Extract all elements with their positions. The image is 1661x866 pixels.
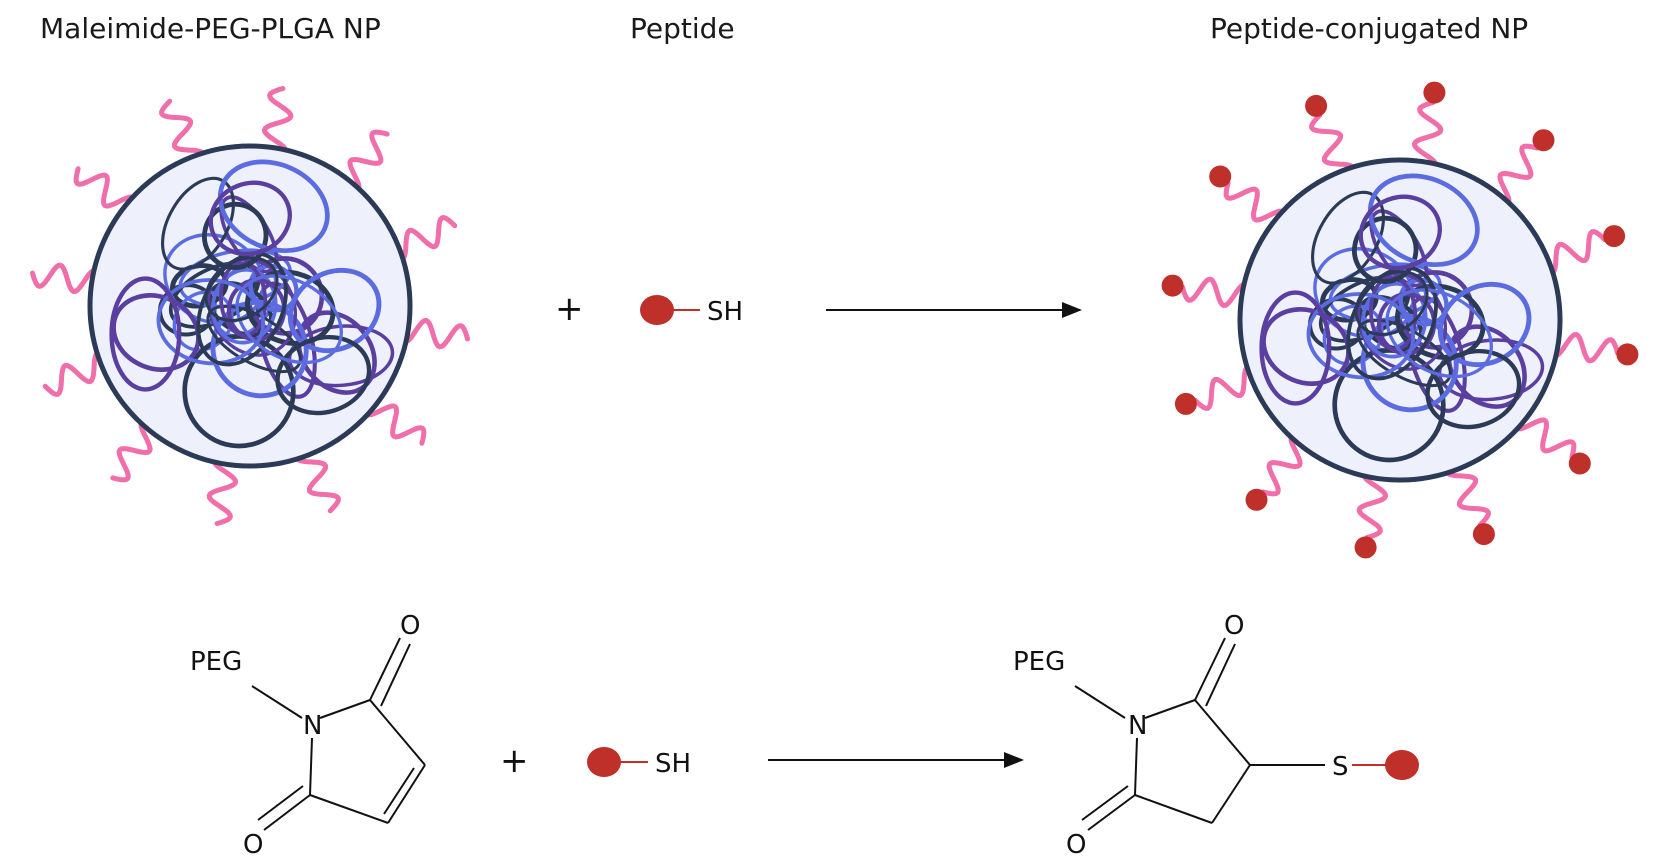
- polymer-strand: [204, 256, 279, 322]
- bond-n-c2: [319, 699, 371, 719]
- oxygen-bottom-right: O: [1066, 830, 1086, 860]
- peptide-thiol-bottom: SH: [587, 747, 691, 779]
- peptide-bead: [1305, 94, 1328, 117]
- maleimide-peg-plga-nanoparticle: [30, 86, 470, 526]
- peptide-bead: [1209, 165, 1232, 188]
- thiosuccinimide-structure: [1074, 637, 1325, 831]
- peptide-bead: [1532, 129, 1555, 152]
- peptide-bead: [1354, 536, 1377, 559]
- plus-sign-top: +: [555, 289, 584, 329]
- peptide-bead: [1423, 81, 1446, 104]
- oxygen-top-right: O: [1224, 611, 1244, 641]
- bond-c3-c4: [1211, 764, 1251, 824]
- carbonyl-bottom-1: [263, 794, 311, 831]
- polymer-strand: [208, 180, 292, 257]
- bond-c4-c5: [1134, 794, 1213, 824]
- peg-n-bond: [1074, 685, 1126, 719]
- plus-sign-bottom: +: [500, 741, 529, 781]
- nitrogen-label-right: N: [1128, 711, 1147, 741]
- peptide-bead: [1616, 343, 1639, 366]
- oxygen-top-left: O: [400, 611, 420, 641]
- peptide-bead: [587, 747, 621, 777]
- peptide-bead: [1161, 274, 1184, 297]
- polymer-strand: [1425, 348, 1522, 430]
- polymer-strand: [206, 304, 302, 374]
- bond-c4-c5: [309, 794, 389, 824]
- carbonyl-bottom-2: [1081, 785, 1129, 821]
- nanoparticle-title: Maleimide-PEG-PLGA NP: [40, 12, 381, 45]
- carbonyl-top-1: [369, 637, 401, 701]
- polymer-strand: [235, 274, 343, 365]
- carbonyl-bottom-1: [1087, 794, 1136, 831]
- double-bond-c3-c4: [383, 767, 415, 815]
- bond-c3-c4: [387, 764, 426, 824]
- polymer-strand: [109, 276, 182, 392]
- peptide-bead: [640, 295, 674, 325]
- polymer-strand: [210, 267, 278, 345]
- polymer-strand: [1358, 194, 1442, 271]
- peg-n-bond: [251, 685, 303, 719]
- carbonyl-top-1: [1194, 637, 1226, 701]
- conjugated-np-title: Peptide-conjugated NP: [1210, 12, 1529, 45]
- bond-c2-c3: [369, 699, 426, 766]
- polymer-strand: [1367, 173, 1480, 268]
- polymer-strand: [1259, 290, 1332, 406]
- peg-label-left: PEG: [190, 647, 242, 677]
- bond-c5-n: [309, 737, 313, 796]
- peptide-bead: [1245, 488, 1268, 511]
- maleimide-structure: [251, 637, 426, 831]
- nitrogen-label-left: N: [303, 711, 322, 741]
- polymer-strand: [1385, 288, 1493, 379]
- polymer-strand: [1354, 270, 1429, 336]
- peptide-title: Peptide: [630, 12, 735, 45]
- peptide-bead: [1568, 452, 1591, 475]
- plga-core: [87, 143, 413, 469]
- peptide-bead-conjugated: [1385, 750, 1419, 780]
- bond-c2-c3: [1194, 699, 1251, 766]
- oxygen-bottom-left: O: [243, 830, 263, 860]
- plga-core-conjugated: [1237, 157, 1563, 483]
- sulfur-label: S: [1332, 752, 1349, 782]
- peptide-conjugated-nanoparticle: [1161, 81, 1639, 559]
- polymer-strand: [1360, 281, 1428, 359]
- polymer-strand: [217, 159, 330, 254]
- peg-label-right: PEG: [1013, 647, 1065, 677]
- peptide-bead: [1174, 392, 1197, 415]
- carbonyl-top-2: [380, 643, 411, 707]
- peptide-thiol-top: SH: [640, 295, 743, 327]
- polymer-strand: [1356, 318, 1452, 388]
- thiol-label-bottom: SH: [655, 749, 691, 779]
- carbonyl-bottom-2: [257, 785, 304, 821]
- bond-n-c2: [1144, 699, 1196, 719]
- bond-c5-n: [1134, 737, 1138, 796]
- carbonyl-top-2: [1205, 643, 1236, 707]
- polymer-strand: [275, 334, 372, 416]
- thiol-label-top: SH: [707, 297, 743, 327]
- peptide-bead: [1472, 523, 1495, 546]
- peptide-bead: [1603, 225, 1626, 248]
